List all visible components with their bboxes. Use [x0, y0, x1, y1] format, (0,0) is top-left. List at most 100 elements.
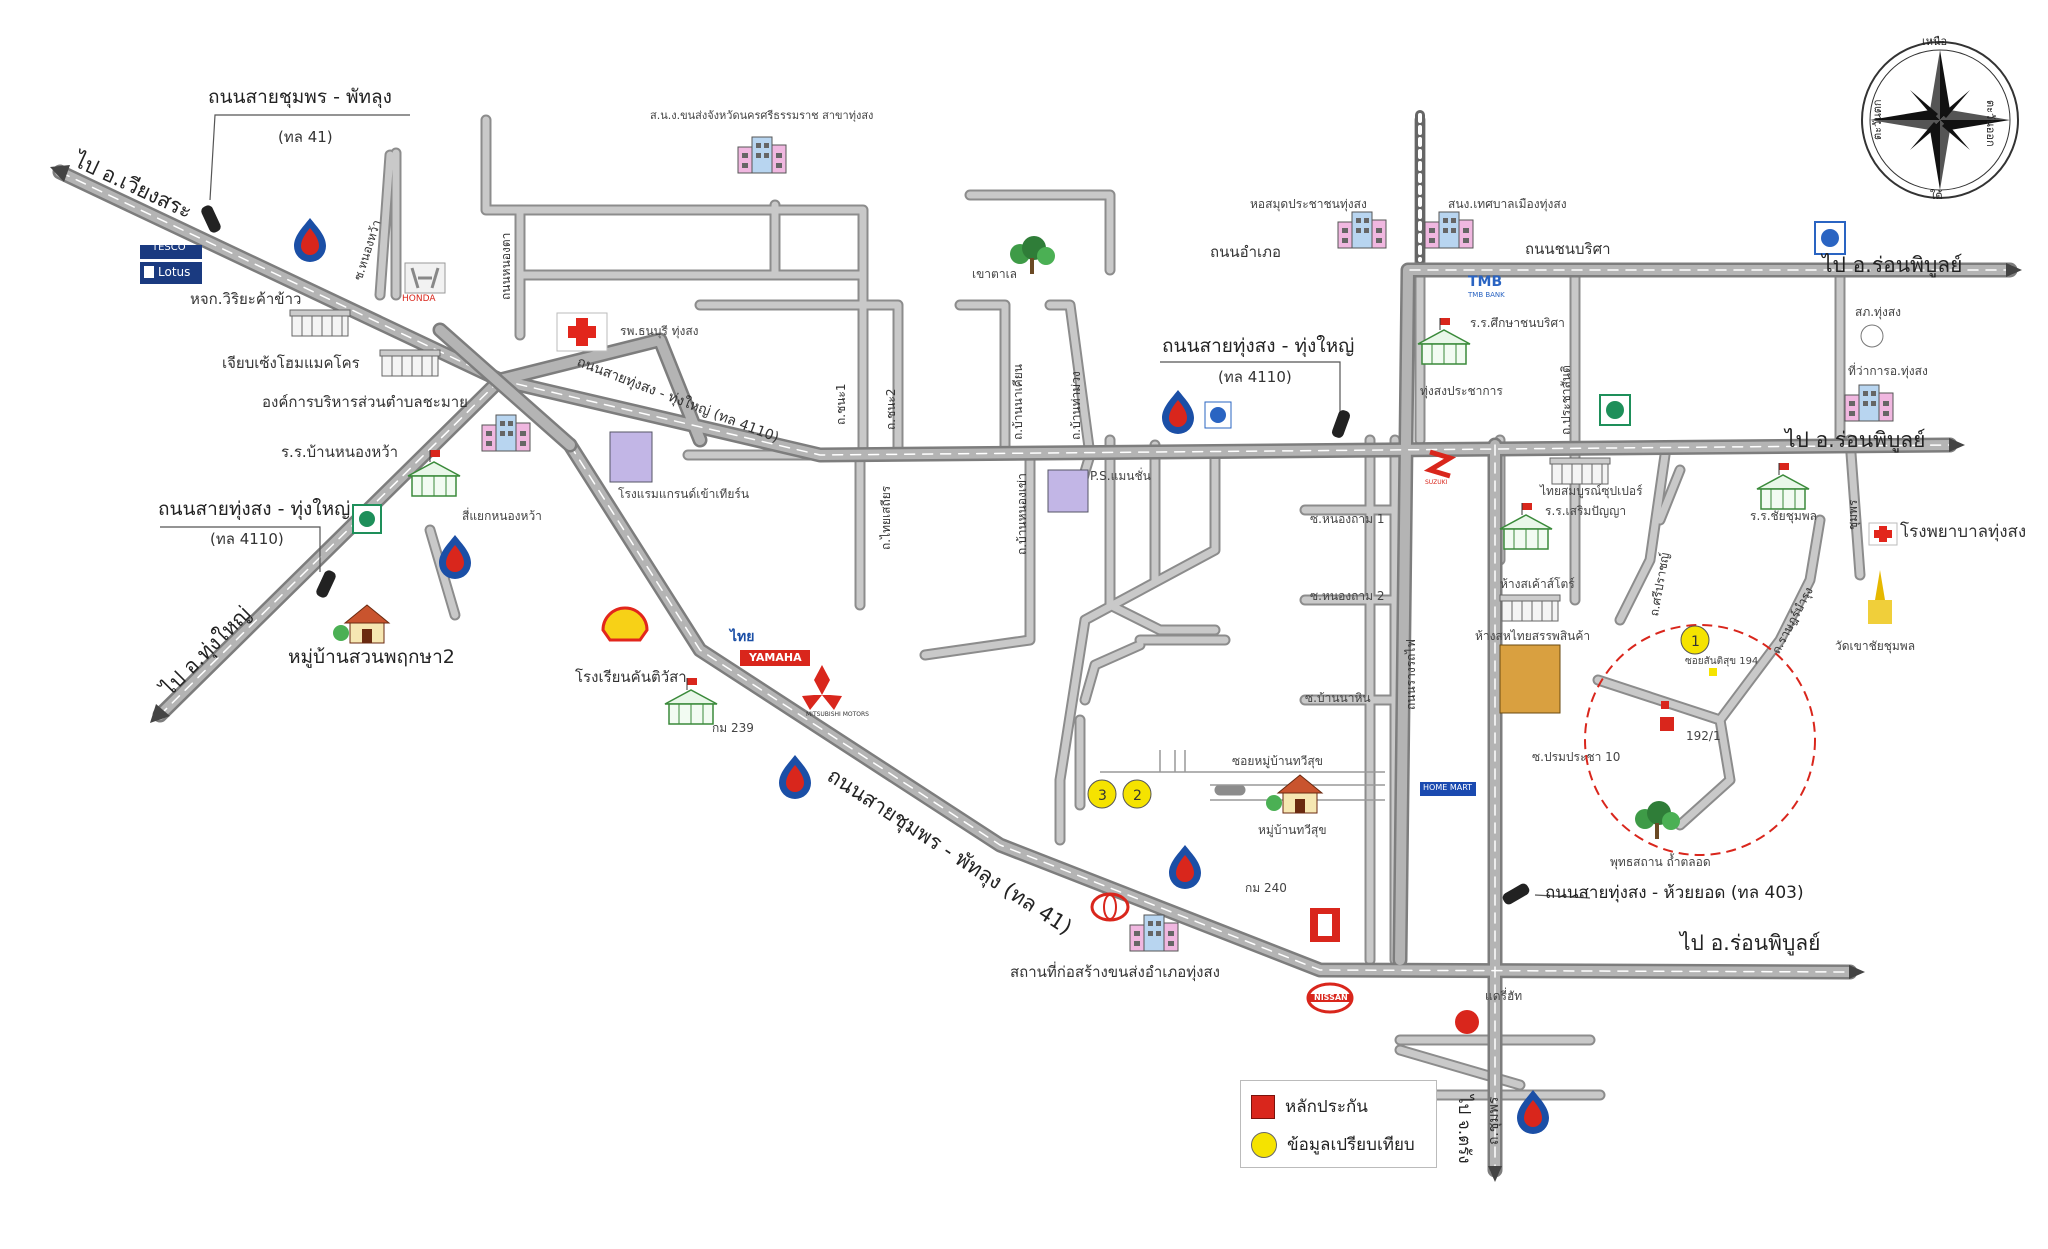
village-house-icon — [332, 604, 390, 644]
collateral-markers — [1660, 668, 1717, 731]
route-markers — [201, 205, 1530, 905]
road-label-thungsong-thungyai-center: ถนนสายทุ่งสง - ทุ่งใหญ่ — [1162, 335, 1355, 357]
thai-bank-label: ไทย — [730, 629, 755, 645]
temple-label: วัดเขาชัยชุมพล — [1835, 639, 1916, 653]
arrow-thung-yai — [150, 704, 170, 723]
police-station-label: สภ.ทุ่งสง — [1855, 305, 1902, 319]
home-mart-shop-icon — [379, 349, 441, 377]
store-dept-label: ห้างสเค้าส์โตร์ — [1500, 577, 1575, 591]
hospital-icon — [556, 312, 608, 352]
destination-ron-phibun-top: ไป อ.ร่อนพิบูลย์ — [1822, 253, 1963, 277]
ptt-icon — [1162, 390, 1194, 434]
ptt-icon — [294, 218, 326, 262]
school-nongwa-label: ร.ร.บ้านหนองหว้า — [281, 443, 399, 461]
road-code-chumphon-phatthalung-top: (ทล 41) — [278, 128, 333, 146]
village-suan-label: หมู่บ้านสวนพฤกษา2 — [288, 646, 455, 668]
transport-office-label: ส.น.ง.ขนส่งจังหวัดนครศรีธรรมราช สาขาทุ่ง… — [650, 109, 874, 122]
hospital-thonburi-label: รพ.ธนบุรี ทุ่งสง — [620, 324, 699, 338]
district-office-building-icon — [1844, 384, 1894, 422]
comparison-marker-2 — [1122, 779, 1152, 809]
dairy-queen-label: แดรี่ฮัท — [1485, 989, 1523, 1003]
comparison-markers — [1087, 625, 1710, 809]
suzuki-label: SUZUKI — [1425, 479, 1448, 486]
road-label-ban-nong-khao: ถ.บ้านหนองเข่า — [1015, 473, 1029, 555]
compass-rose — [1861, 41, 2019, 199]
road-label-soi-village: ซอยหมู่บ้านทวีสุข — [1232, 754, 1323, 768]
isuzu-logo — [1310, 908, 1340, 942]
ptt-stations — [294, 218, 1549, 1134]
comparison-marker-3 — [1087, 779, 1117, 809]
tambon-admin-label: องค์การบริหารส่วนตำบลชะมาย — [262, 393, 468, 411]
yamaha-label: YAMAHA — [749, 651, 802, 664]
arrow-ron-phibun-bottom — [1849, 965, 1865, 979]
hospital-icon — [1868, 522, 1898, 546]
honda-label: HONDA — [402, 294, 436, 304]
district-office-label: ที่ว่าการอ.ทุ่งสง — [1848, 364, 1928, 378]
honda-logo — [404, 262, 446, 294]
legend-row-comparison: ข้อมูลเปรียบเทียบ — [1251, 1131, 1415, 1158]
collateral-marker — [1660, 717, 1674, 731]
road-label-ban-non: ถ.บ้านนาเคียน — [1011, 364, 1025, 440]
legend-collateral-label: หลักประกัน — [1285, 1097, 1368, 1117]
home-mart-label: HOME MART — [1423, 783, 1473, 792]
transport-office-building-icon — [737, 136, 787, 174]
municipal-label: สนง.เทศบาลเมืองทุ่งสง — [1448, 197, 1567, 211]
road-label-soi-1921: 192/1 — [1686, 729, 1721, 743]
road-label-ban-na-hin: ซ.บ้านนาหิน — [1305, 691, 1371, 705]
road-label-amnoe: ถนนอำเภอ — [1210, 243, 1282, 261]
village-thawi-label: หมู่บ้านทวีสุข — [1258, 823, 1327, 837]
arrow-south — [1488, 1166, 1502, 1182]
ps-mansion-label: P.S.แมนชั่น — [1090, 469, 1151, 483]
supermarket-icon — [1549, 457, 1611, 485]
hotel-icons — [609, 431, 1561, 714]
compass-west-label: ตะวันตก — [1871, 99, 1884, 140]
road-label-thanon-1: ถ.ชนะ1 — [834, 383, 848, 425]
hospital-thungsong-label: โรงพยาบาลทุ่งสง — [1900, 522, 2027, 542]
km240-label: กม 240 — [1245, 881, 1287, 895]
legend-comparison-label: ข้อมูลเปรียบเทียบ — [1287, 1135, 1415, 1155]
ptt-icon — [1169, 845, 1201, 889]
road-label-chumphon-phatthalung-top: ถนนสายชุมพร - พัทลุง — [208, 86, 392, 108]
leader-lines — [160, 114, 1591, 899]
map-legend: หลักประกัน ข้อมูลเปรียบเทียบ — [1240, 1080, 1437, 1168]
arrow-wiang-sa — [50, 165, 70, 182]
road-label-nong-ta: ถนนหนองตา — [499, 232, 513, 300]
thai-sam-label: ไทยสมบูรณ์ซุปเปอร์ — [1540, 484, 1643, 498]
direction-arrows — [50, 165, 2022, 1182]
mitsubishi-label: MITSUBISHI MOTORS — [806, 711, 869, 718]
arrow-ron-phibun-top — [2006, 263, 2022, 277]
comparison-marker-1-label: 1 — [1691, 634, 1700, 650]
road-network — [52, 110, 2018, 1178]
legend-row-collateral: หลักประกัน — [1251, 1093, 1368, 1120]
legend-comparison-swatch — [1251, 1131, 1277, 1158]
school-icon — [1756, 462, 1810, 510]
store-thai-label: ห้างสหไทยสรรพสินค้า — [1475, 629, 1591, 643]
ptt-icon — [439, 535, 471, 579]
school-sueksa-label: ร.ร.ศึกษาชนบริศา — [1470, 316, 1565, 330]
khao-lak-label: เขาตาเล — [972, 267, 1018, 281]
comparison-marker-1 — [1680, 625, 1710, 655]
comparison-marker-2-label: 2 — [1133, 788, 1142, 804]
nissan-label: NISSAN — [1314, 993, 1348, 1002]
road-code-thungsong-thungyai-center: (ทล 4110) — [1218, 368, 1292, 386]
road-label-ban-thung: ถ.บ้านท่าม่วง — [1069, 371, 1083, 440]
nissan-logo — [1306, 982, 1354, 1014]
lotus-label: Lotus — [158, 265, 191, 279]
road-label-thai-setthi: ถ.ไทยเสถียร — [879, 485, 893, 550]
grand-hotel-label: โรงแรมแกรนด์เข้าเทียร์น — [618, 487, 750, 501]
jiap-seng-label: เจียบเซ้งโฮมแมคโคร — [222, 354, 360, 372]
road-label-prachan: ถ.ประชาสันติ — [1559, 365, 1573, 435]
rice-co-label: หจก.วิริยะค้าข้าว — [190, 290, 302, 308]
legend-collateral-swatch — [1251, 1094, 1275, 1119]
yamaha-logo — [740, 650, 810, 666]
mitsubishi-logo — [802, 665, 842, 710]
road-label-nong-khram-1: ซ.หนองถาม 1 — [1310, 512, 1385, 526]
compass-north-label: เหนือ — [1922, 35, 1948, 48]
construction-building-icon — [1129, 914, 1179, 952]
rice-shop-icon — [289, 309, 351, 337]
temple-icon — [1868, 570, 1892, 624]
intersection-label: สี่แยกหนองหว้า — [462, 509, 542, 523]
road-label-rangsi: ถนนรางรถไฟ — [1404, 639, 1418, 710]
compass-south-label: ใต้ — [1930, 189, 1943, 202]
